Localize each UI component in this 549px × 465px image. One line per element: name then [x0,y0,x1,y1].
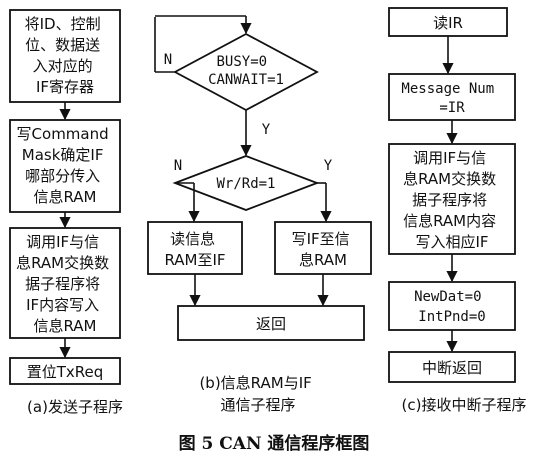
c-step5-text: 中断返回 [422,359,482,377]
b-read-text: 读信息 RAM至IF [164,230,225,269]
a-caption: (a)发送子程序 [27,398,123,416]
c-step5-box [388,351,516,383]
a-step3-text: 调用IF与信 息RAM交换数 据子程序将 IF内容写入 信息RAM [16,233,114,335]
b-return-box [177,305,365,341]
c-step3-text: 调用IF与信 息RAM交换数 据子程序将 信息RAM内容 写入相应IF [403,149,501,251]
b-no-label-2: N [174,158,182,174]
panel-c-receive-interrupt: 读IR Message Num =IR 调用IF与信 息RAM交换数 据子程序将… [388,7,527,414]
b-no-label-1: N [164,52,172,68]
b-yes-label-2: Y [324,158,333,174]
c-step4-box [388,281,516,331]
a-step3-box [9,227,121,339]
a-step2-text: 写Command Mask确定IF 哪部分传入 信息RAM [17,125,114,206]
c-step1-box [388,7,508,37]
panel-a-send-subroutine: 将ID、控制 位、数据送 入对应的 IF寄存器 写Command Mask确定I… [9,9,123,416]
c-step2-box [388,73,516,121]
b-write-text: 写IF至信 息RAM [292,230,355,269]
panel-b-ram-if-subroutine: BUSY=0 CANWAIT=1 N Y Wr/Rd=1 N Y 读信息 RAM… [147,15,372,414]
a-step4-box [9,357,121,385]
a-step4-text: 置位TxReq [27,363,104,381]
a-step1-text: 将ID、控制 位、数据送 入对应的 IF寄存器 [25,15,106,96]
figure-title: 图 5 CAN 通信程序框图 [179,433,370,454]
a-step2-box [9,119,121,213]
c-step3-box [388,143,516,255]
b-write-box [274,221,372,275]
c-step1-text: 读IR [433,14,463,32]
a-step1-box [9,9,121,103]
b-read-box [147,221,243,275]
c-caption: (c)接收中断子程序 [402,396,527,414]
b-return-text: 返回 [256,315,286,333]
c-step4-text: NewDat=0 IntPnd=0 [414,289,490,325]
b-caption: (b)信息RAM与IF 通信子程序 [199,374,316,414]
b-yes-label-1: Y [262,122,271,138]
b-decision-wr-rd [172,155,320,211]
b-decision-wr-rd-text: Wr/Rd=1 [216,176,275,192]
c-step2-text: Message Num =IR [401,81,502,116]
b-decision-busy-text: BUSY=0 CANWAIT=1 [208,54,284,88]
